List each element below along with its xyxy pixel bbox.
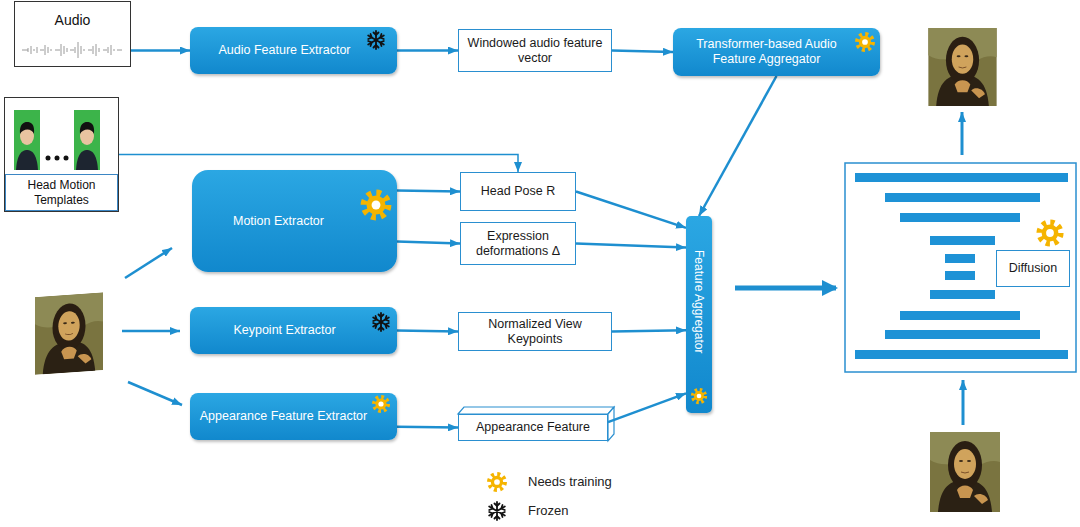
flow-arrow <box>699 76 777 216</box>
legend-item: Frozen <box>528 503 568 519</box>
flow-arrow <box>576 192 686 228</box>
data-box: Appearance Feature <box>458 414 608 441</box>
legend-item: Needs training <box>528 474 612 490</box>
training-icon <box>374 397 388 411</box>
flow-arrow <box>397 241 460 243</box>
training-icon <box>364 193 387 216</box>
node-label: Appearance Feature <box>476 420 590 435</box>
node-label: Head Motion Templates <box>5 174 118 211</box>
legend-icon <box>489 502 505 520</box>
data-box: Normalized View Keypoints <box>458 312 612 351</box>
node-label: Keypoint Extractor <box>233 323 335 338</box>
node-label: Motion Extractor <box>233 214 324 229</box>
node-label: Expression deformations Δ <box>466 229 570 259</box>
legend-text: Frozen <box>528 503 568 518</box>
training-icon <box>693 390 705 402</box>
flow-arrow <box>131 49 190 52</box>
template-box: Head Motion Templates <box>4 97 119 212</box>
label-box: Diffusion <box>996 250 1070 287</box>
frozen-icon <box>373 313 389 331</box>
frozen-icon <box>368 31 384 49</box>
training-icon <box>858 35 873 50</box>
node-label: Diffusion <box>1009 261 1057 276</box>
node-label: Transformer-based Audio Feature Aggregat… <box>681 37 852 67</box>
legend-text: Needs training <box>528 474 612 489</box>
flow-arrow <box>397 426 458 429</box>
flow-arrow <box>612 51 673 53</box>
process-box: Audio Feature Extractor <box>190 27 397 74</box>
process-box: Keypoint Extractor <box>190 307 397 354</box>
legend-icon <box>490 475 505 490</box>
data-box: Head Pose R <box>460 172 576 211</box>
process-box: Transformer-based Audio Feature Aggregat… <box>673 28 880 76</box>
node-label: Audio Feature Extractor <box>218 43 350 58</box>
data-box: Expression deformations Δ <box>460 222 576 265</box>
flow-arrow <box>397 190 460 191</box>
node-label: Audio <box>55 12 91 29</box>
flow-arrow <box>397 49 458 52</box>
node-label: Windowed audio feature vector <box>465 36 605 66</box>
flow-arrow <box>612 330 686 331</box>
flow-arrow <box>576 244 686 248</box>
node-label: Appearance Feature Extractor <box>200 409 367 424</box>
node-label: Normalized View Keypoints <box>465 317 605 347</box>
training-icon <box>1040 223 1060 243</box>
node-label: Head Pose R <box>481 184 555 199</box>
aggregator-bar: Feature Aggregator <box>686 216 712 413</box>
input-box: Audio <box>14 1 131 67</box>
flow-arrow <box>397 331 458 332</box>
node-label: Feature Aggregator <box>692 250 706 353</box>
process-box: Motion Extractor <box>192 170 397 272</box>
flow-arrow <box>608 393 686 422</box>
process-box: Appearance Feature Extractor <box>190 393 397 440</box>
data-box: Windowed audio feature vector <box>458 29 612 72</box>
